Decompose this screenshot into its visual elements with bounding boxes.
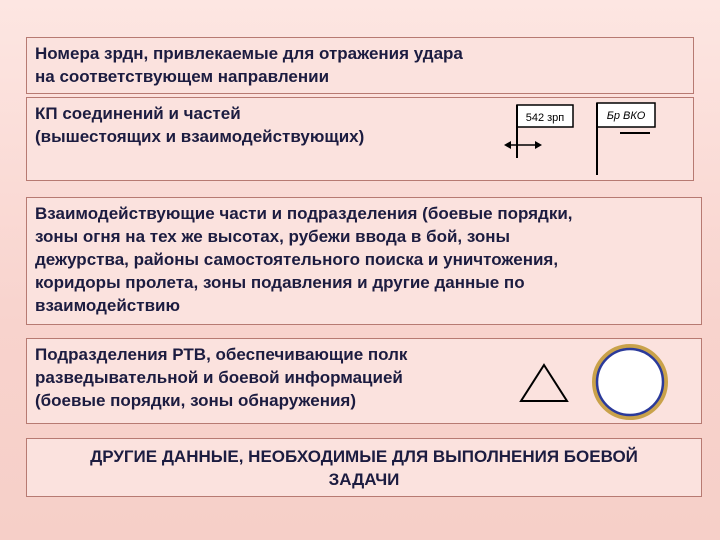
other-text-line-1: ДРУГИЕ ДАННЫЕ, НЕОБХОДИМЫЕ ДЛЯ ВЫПОЛНЕНИ…	[90, 447, 638, 466]
zrdn-text-line-1: Номера зрдн, привлекаемые для отражения …	[35, 44, 463, 63]
rtv-text-line-2: разведывательной и боевой информацией	[35, 368, 403, 387]
rtv-text-line-3: (боевые порядки, зоны обнаружения)	[35, 391, 357, 410]
kp-panel: КП соединений и частей (вышестоящих и вз…	[26, 97, 694, 181]
interaction-text-line-4: коридоры пролета, зоны подавления и друг…	[35, 273, 525, 292]
rtv-panel: Подразделения РТВ, обеспечивающие полк р…	[26, 338, 702, 424]
flag-542-label: 542 зрп	[526, 112, 565, 124]
flag-542-icon: 542 зрп	[504, 104, 574, 158]
zrdn-text-line-2: на соответствующем направлении	[35, 67, 330, 86]
triangle-icon	[519, 363, 569, 402]
kp-text-line-1: КП соединений и частей	[35, 104, 241, 123]
circle-ring-icon	[592, 344, 668, 420]
interaction-text-line-3: дежурства, районы самостоятельного поиск…	[35, 250, 559, 269]
flag-vko-icon: Бр ВКО	[596, 102, 656, 175]
other-text-line-2: ЗАДАЧИ	[328, 470, 400, 489]
interaction-panel: Взаимодействующие части и подразделения …	[26, 197, 702, 325]
zrdn-panel: Номера зрдн, привлекаемые для отражения …	[26, 37, 694, 94]
other-data-panel: ДРУГИЕ ДАННЫЕ, НЕОБХОДИМЫЕ ДЛЯ ВЫПОЛНЕНИ…	[26, 438, 702, 497]
rtv-text-line-1: Подразделения РТВ, обеспечивающие полк	[35, 345, 408, 364]
flag-vko-label: Бр ВКО	[607, 110, 646, 122]
kp-flags-symbol: 542 зрп Бр ВКО	[504, 102, 656, 175]
interaction-text-line-5: взаимодействию	[35, 296, 180, 315]
interaction-text-line-2: зоны огня на тех же высотах, рубежи ввод…	[35, 227, 511, 246]
interaction-text-line-1: Взаимодействующие части и подразделения …	[35, 204, 573, 223]
kp-text-line-2: (вышестоящих и взаимодействующих)	[35, 127, 365, 146]
